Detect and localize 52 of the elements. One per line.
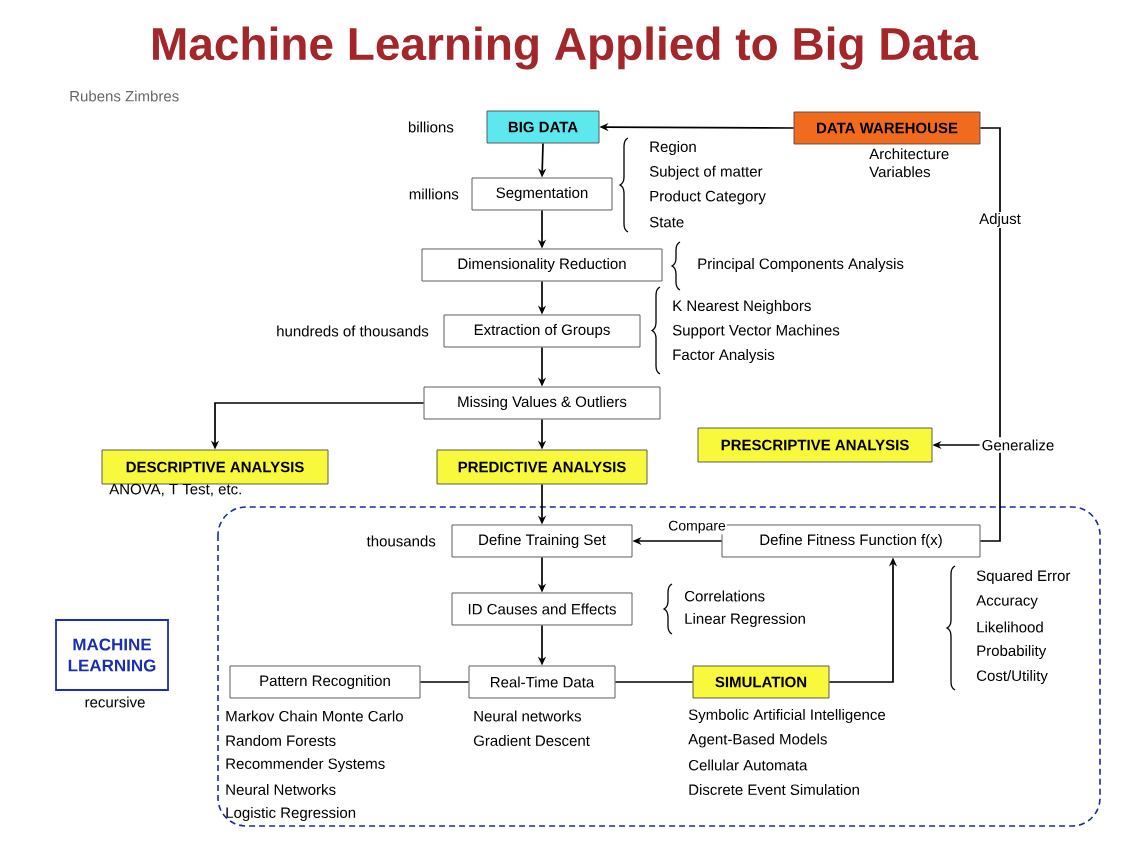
generalize-text: Generalize	[982, 439, 1054, 451]
process-box: Pattern Recognition	[229, 665, 421, 699]
list-item: Principal Components Analysis	[698, 258, 904, 272]
note-text: Gradient Descent	[473, 735, 590, 746]
data-box: BIG DATA	[486, 110, 600, 144]
process-box: ID Causes and Effects	[451, 592, 633, 626]
process-box: Dimensionality Reduction	[421, 248, 663, 282]
note-text: recursive	[85, 696, 145, 708]
label-box: MACHINE LEARNING	[55, 619, 169, 691]
note-text: Random Forests	[226, 735, 336, 746]
note-text: Recommender Systems	[226, 758, 385, 772]
note-text: Neural Networks	[226, 784, 336, 795]
list-item: Subject of matter	[649, 165, 763, 180]
note-text: thousands	[366, 535, 436, 547]
note-text: millions	[409, 188, 459, 200]
list-item: Cost/Utility	[976, 670, 1048, 684]
list-item: Support Vector Machines	[672, 324, 840, 339]
analysis-box: DESCRIPTIVE ANALYSIS	[101, 449, 329, 485]
list-item: K Nearest Neighbors	[673, 300, 811, 314]
list-item: State	[649, 216, 684, 228]
list-item: Region	[650, 141, 696, 155]
list-item: Squared Error	[976, 570, 1071, 584]
note-text: Neural networks	[474, 710, 581, 722]
note-text: Logistic Regression	[226, 807, 356, 821]
list-item: Correlations	[684, 590, 765, 602]
note-text: Agent-Based Models	[688, 733, 827, 748]
list-item: Probability	[977, 645, 1047, 659]
note-text: Symbolic Artificial Intelligence	[688, 709, 886, 723]
list-item: Linear Regression	[685, 613, 805, 627]
note-text: Discrete Event Simulation	[689, 784, 859, 795]
list-item: Product Category	[650, 190, 766, 205]
note-text: Architecture Variables	[869, 148, 949, 178]
analysis-box: PRESCRIPTIVE ANALYSIS	[697, 427, 933, 463]
analysis-box: SIMULATION	[692, 665, 830, 699]
note-text: hundreds of thousands	[277, 325, 429, 337]
process-box: Define Training Set	[451, 524, 633, 558]
list-item: Accuracy	[976, 595, 1038, 609]
analysis-box: PREDICTIVE ANALYSIS	[436, 449, 648, 485]
data-box: DATA WAREHOUSE	[793, 111, 981, 145]
author-name: Rubens Zimbres	[70, 90, 179, 102]
note-text: billions	[408, 121, 454, 133]
edge-label: Adjust	[978, 212, 1022, 228]
title: Machine Learning Applied to Big Data	[153, 26, 979, 70]
note-text: ANOVA, T Test, etc.	[109, 483, 241, 497]
process-box: Segmentation	[471, 177, 613, 211]
note-text: Markov Chain Monte Carlo	[226, 710, 403, 722]
process-box: Missing Values & Outliers	[423, 386, 661, 420]
list-item: Factor Analysis	[673, 349, 775, 363]
process-box: Real-Time Data	[468, 665, 616, 699]
note-text: Cellular Automata	[688, 759, 808, 771]
list-item: Likelihood	[977, 621, 1043, 633]
process-box: Extraction of Groups	[443, 314, 641, 348]
